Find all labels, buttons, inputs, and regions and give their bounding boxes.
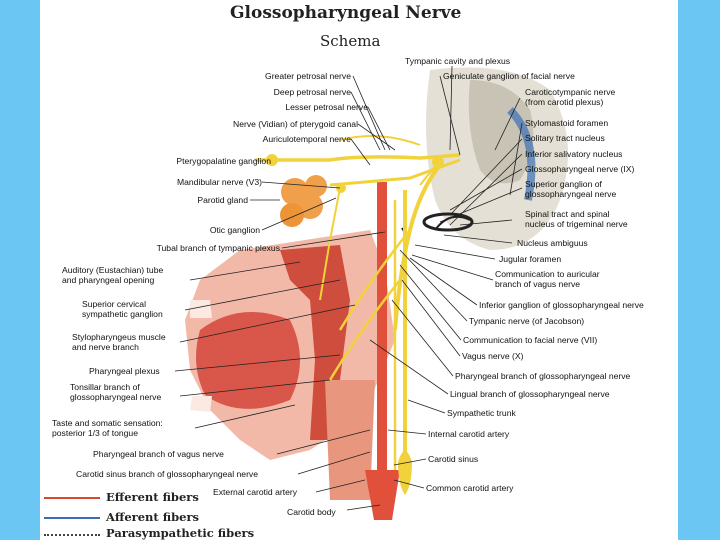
label-inferior-ganglion: Inferior ganglion of glossopharyngeal ne… xyxy=(479,300,644,310)
label-external-carotid: External carotid artery xyxy=(213,487,298,497)
label-caroticotympanic: Caroticotympanic nerve (from carotid ple… xyxy=(525,87,616,107)
label-pharyngeal-branch-ix: Pharyngeal branch of glossopharyngeal ne… xyxy=(455,371,631,381)
legend-efferent-swatch xyxy=(44,497,100,499)
label-auditory-tube: Auditory (Eustachian) tube and pharyngea… xyxy=(62,265,164,285)
label-mandibular: Mandibular nerve (V3) xyxy=(176,177,262,187)
label-sympathetic-trunk: Sympathetic trunk xyxy=(447,408,516,418)
label-solitary-tract: Solitary tract nucleus xyxy=(525,133,605,143)
diagram-sheet: Glossopharyngeal Nerve Schema Greater pe… xyxy=(40,0,678,540)
label-tympanic-cavity: Tympanic cavity and plexus xyxy=(405,56,511,66)
legend-afferent-swatch xyxy=(44,517,100,519)
label-parotid: Parotid gland xyxy=(197,195,248,205)
label-lesser-petrosal: Lesser petrosal nerve xyxy=(285,102,368,112)
label-carotid-sinus: Carotid sinus xyxy=(428,454,479,464)
label-tubal-branch: Tubal branch of tympanic plexus xyxy=(156,243,280,253)
label-geniculate: Geniculate ganglion of facial nerve xyxy=(443,71,575,81)
label-carotid-sinus-branch: Carotid sinus branch of glossopharyngeal… xyxy=(76,469,259,479)
label-superior-cervical: Superior cervical sympathetic ganglion xyxy=(82,299,163,319)
label-stylomastoid: Stylomastoid foramen xyxy=(525,118,609,128)
label-comm-facial: Communication to facial nerve (VII) xyxy=(463,335,598,345)
legend-parasympathetic: Parasympathetic fibers xyxy=(106,526,255,540)
legend-efferent: Efferent fibers xyxy=(106,490,199,504)
legend-afferent: Afferent fibers xyxy=(106,510,199,524)
label-pharyngeal-vagus: Pharyngeal branch of vagus nerve xyxy=(93,449,224,459)
label-auriculotemporal: Auriculotemporal nerve xyxy=(262,134,351,144)
label-tonsillar-branch: Tonsillar branch of glossopharyngeal ner… xyxy=(70,382,162,402)
label-superior-ganglion: Superior ganglion of glossopharyngeal ne… xyxy=(525,179,617,199)
anatomy-illustration xyxy=(174,65,568,520)
label-vagus: Vagus nerve (X) xyxy=(462,351,524,361)
label-deep-petrosal: Deep petrosal nerve xyxy=(273,87,351,97)
label-glossopharyngeal-ix: Glossopharyngeal nerve (IX) xyxy=(525,164,635,174)
label-vidian-nerve: Nerve (Vidian) of pterygoid canal xyxy=(233,119,358,129)
label-carotid-body: Carotid body xyxy=(287,507,336,517)
diagram-subtitle: Schema xyxy=(320,32,381,50)
label-pterygopalatine: Pterygopalatine ganglion xyxy=(176,156,271,166)
label-jugular-foramen: Jugular foramen xyxy=(499,254,562,264)
label-internal-carotid: Internal carotid artery xyxy=(428,429,510,439)
legend-parasympathetic-swatch xyxy=(44,534,100,536)
label-spinal-tract: Spinal tract and spinal nucleus of trige… xyxy=(525,209,628,229)
label-common-carotid: Common carotid artery xyxy=(426,483,514,493)
label-lingual-branch: Lingual branch of glossopharyngeal nerve xyxy=(450,389,610,399)
label-greater-petrosal: Greater petrosal nerve xyxy=(265,71,351,81)
diagram-title: Glossopharyngeal Nerve xyxy=(230,3,462,23)
label-taste: Taste and somatic sensation: posterior 1… xyxy=(52,418,163,438)
label-stylopharyngeus: Stylopharyngeus muscle and nerve branch xyxy=(72,332,166,352)
label-tympanic-nerve: Tympanic nerve (of Jacobson) xyxy=(469,316,585,326)
label-comm-auricular: Communication to auricular branch of vag… xyxy=(495,269,600,289)
label-otic-ganglion: Otic ganglion xyxy=(209,225,260,235)
label-inferior-salivatory: Inferior salivatory nucleus xyxy=(525,149,623,159)
label-pharyngeal-plexus: Pharyngeal plexus xyxy=(89,366,160,376)
label-nucleus-ambiguus: Nucleus ambiguus xyxy=(517,238,588,248)
